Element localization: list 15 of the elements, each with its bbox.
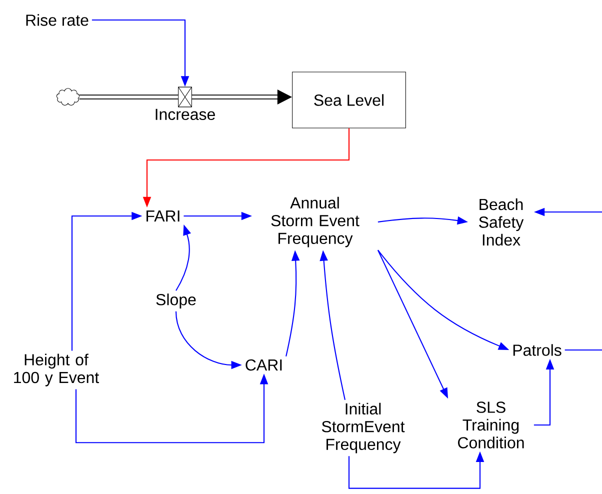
- variable-label: FARI: [146, 210, 180, 222]
- flow-pipe: [79, 94, 178, 100]
- variable-label: SLS Training Condition: [458, 402, 524, 448]
- cloud-source: [56, 88, 80, 106]
- variable-label: Beach Safety Index: [479, 198, 524, 246]
- variable-label: Annual Storm Event Frequency: [271, 196, 360, 248]
- flow-valve: Increase: [156, 86, 215, 120]
- stock-box: Sea Level: [292, 72, 406, 128]
- variable-label: Height of 100 y Event: [14, 354, 99, 386]
- variable-label: Patrols: [513, 344, 562, 356]
- variable-label: Rise rate: [26, 14, 88, 26]
- variable-label: Initial StormEvent Frequency: [322, 402, 405, 454]
- node-label: Increase: [156, 108, 215, 120]
- variable-label: Slope: [156, 294, 196, 308]
- variable-label: CARI: [246, 359, 282, 371]
